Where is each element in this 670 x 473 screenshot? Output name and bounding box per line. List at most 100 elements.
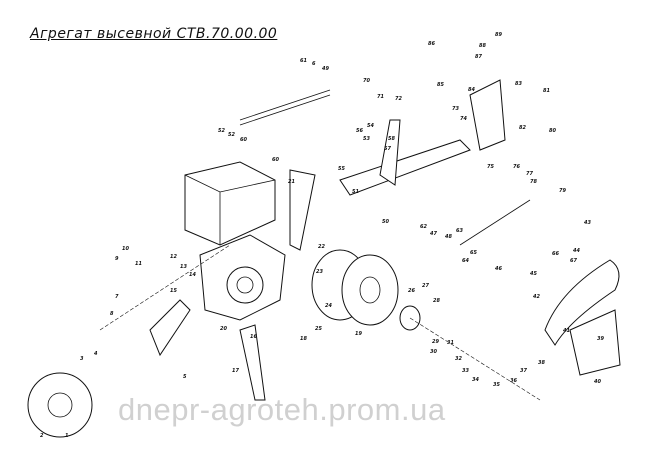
part-number-label: 28 bbox=[433, 298, 440, 304]
coulter-parts bbox=[99, 169, 316, 401]
part-number-label: 32 bbox=[455, 356, 462, 362]
part-number-label: 51 bbox=[352, 189, 359, 195]
part-number-label: 81 bbox=[543, 88, 550, 94]
part-number-label: 22 bbox=[318, 244, 325, 250]
part-number-label: 19 bbox=[355, 331, 362, 337]
part-number-label: 83 bbox=[515, 81, 522, 87]
part-number-label: 57 bbox=[384, 146, 391, 152]
part-number-label: 8 bbox=[110, 311, 114, 317]
part-number-label: 16 bbox=[250, 334, 257, 340]
part-number-label: 53 bbox=[363, 136, 370, 142]
drive-belt bbox=[544, 259, 621, 376]
press-wheels bbox=[311, 249, 399, 326]
part-number-label: 88 bbox=[479, 43, 486, 49]
hopper bbox=[184, 161, 276, 246]
part-number-label: 45 bbox=[530, 271, 537, 277]
part-number-label: 40 bbox=[594, 379, 601, 385]
part-number-label: 50 bbox=[382, 219, 389, 225]
part-number-label: 4 bbox=[94, 351, 98, 357]
diagram-title: Агрегат высевной СТВ.70.00.00 bbox=[30, 26, 278, 42]
part-number-label: 1 bbox=[65, 433, 68, 439]
part-number-label: 84 bbox=[468, 87, 475, 93]
part-number-label: 15 bbox=[170, 288, 177, 294]
part-number-label: 20 bbox=[220, 326, 227, 332]
part-number-label: 73 bbox=[452, 106, 459, 112]
part-number-label: 61 bbox=[300, 58, 307, 64]
part-number-label: 29 bbox=[432, 339, 439, 345]
part-number-label: 11 bbox=[135, 261, 142, 267]
part-number-label: 17 bbox=[232, 368, 239, 374]
part-number-label: 60 bbox=[272, 157, 279, 163]
part-number-label: 76 bbox=[513, 164, 520, 170]
part-number-label: 6 bbox=[312, 61, 316, 67]
part-number-label: 58 bbox=[388, 136, 395, 142]
part-number-label: 43 bbox=[584, 220, 591, 226]
part-number-label: 10 bbox=[122, 246, 129, 252]
part-number-label: 49 bbox=[322, 66, 329, 72]
part-number-label: 36 bbox=[510, 378, 517, 384]
part-number-label: 39 bbox=[597, 336, 604, 342]
part-number-label: 31 bbox=[447, 340, 454, 346]
part-number-label: 63 bbox=[456, 228, 463, 234]
part-number-label: 79 bbox=[559, 188, 566, 194]
part-number-label: 12 bbox=[170, 254, 177, 260]
part-number-label: 52 bbox=[218, 128, 225, 134]
part-number-label: 48 bbox=[445, 234, 452, 240]
frame bbox=[239, 79, 531, 246]
part-number-label: 60 bbox=[240, 137, 247, 143]
part-number-label: 80 bbox=[549, 128, 556, 134]
part-number-label: 78 bbox=[530, 179, 537, 185]
part-number-label: 67 bbox=[570, 258, 577, 264]
press-wheel-axle-parts bbox=[399, 305, 541, 401]
part-number-label: 82 bbox=[519, 125, 526, 131]
part-number-label: 9 bbox=[115, 256, 119, 262]
part-number-label: 44 bbox=[573, 248, 580, 254]
part-number-label: 77 bbox=[526, 171, 533, 177]
part-number-label: 66 bbox=[552, 251, 559, 257]
part-number-label: 47 bbox=[430, 231, 437, 237]
part-number-label: 30 bbox=[430, 349, 437, 355]
part-number-label: 85 bbox=[437, 82, 444, 88]
part-number-label: 2 bbox=[40, 433, 44, 439]
part-number-label: 71 bbox=[377, 94, 384, 100]
part-number-label: 38 bbox=[538, 360, 545, 366]
seeding-unit-body bbox=[199, 234, 286, 321]
part-number-label: 5 bbox=[183, 374, 187, 380]
part-number-label: 21 bbox=[288, 179, 295, 185]
part-number-label: 89 bbox=[495, 32, 502, 38]
part-number-label: 75 bbox=[487, 164, 494, 170]
part-number-label: 23 bbox=[316, 269, 323, 275]
part-number-label: 33 bbox=[462, 368, 469, 374]
watermark: dnepr-agroteh.prom.ua bbox=[118, 392, 446, 427]
part-number-label: 25 bbox=[315, 326, 322, 332]
part-number-label: 7 bbox=[115, 294, 119, 300]
part-number-label: 65 bbox=[470, 250, 477, 256]
part-number-label: 56 bbox=[356, 128, 363, 134]
part-number-label: 13 bbox=[180, 264, 187, 270]
part-number-label: 72 bbox=[395, 96, 402, 102]
part-number-label: 27 bbox=[422, 283, 429, 289]
part-number-label: 55 bbox=[338, 166, 345, 172]
part-number-label: 87 bbox=[475, 54, 482, 60]
part-number-label: 3 bbox=[80, 356, 84, 362]
part-number-label: 62 bbox=[420, 224, 427, 230]
part-number-label: 74 bbox=[460, 116, 467, 122]
part-number-label: 34 bbox=[472, 377, 479, 383]
part-number-label: 41 bbox=[563, 328, 570, 334]
part-number-label: 37 bbox=[520, 368, 527, 374]
part-number-label: 26 bbox=[408, 288, 415, 294]
part-number-label: 52 bbox=[228, 132, 235, 138]
part-number-label: 64 bbox=[462, 258, 469, 264]
part-number-label: 14 bbox=[189, 272, 196, 278]
part-number-label: 35 bbox=[493, 382, 500, 388]
part-number-label: 70 bbox=[363, 78, 370, 84]
part-number-label: 42 bbox=[533, 294, 540, 300]
part-number-label: 54 bbox=[367, 123, 374, 129]
part-number-label: 24 bbox=[325, 303, 332, 309]
star-wheel bbox=[27, 372, 93, 438]
part-number-label: 46 bbox=[495, 266, 502, 272]
part-number-label: 86 bbox=[428, 41, 435, 47]
